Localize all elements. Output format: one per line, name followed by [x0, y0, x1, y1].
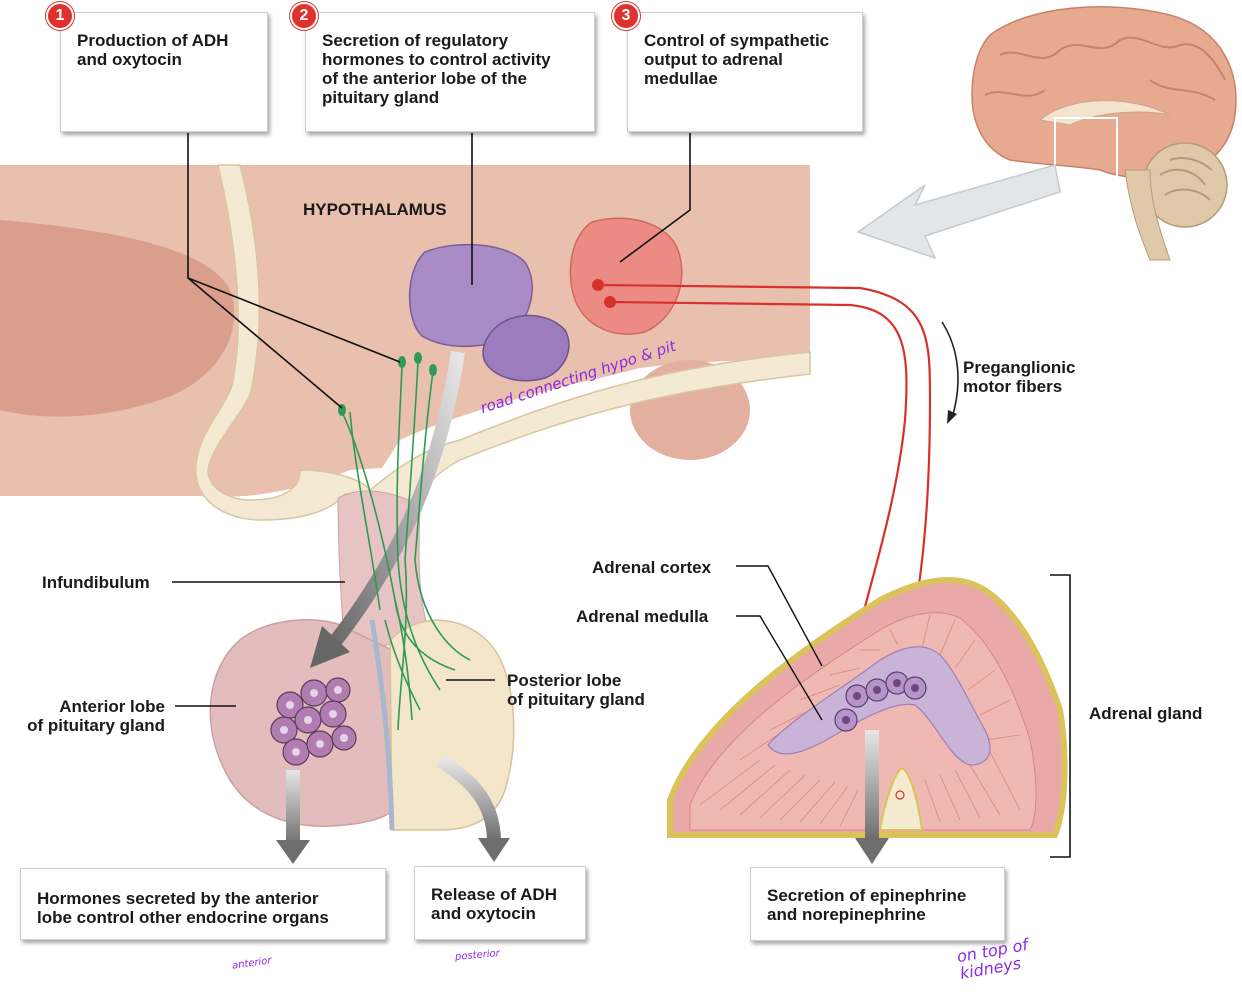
step-3-box: Control of sympathetic output to adrenal…	[627, 12, 863, 132]
adrenal-gland-label: Adrenal gland	[1089, 704, 1203, 723]
adrenal-output-box: Secretion of epinephrine and norepinephr…	[750, 867, 1005, 941]
step-2-box: Secretion of regulatory hormones to cont…	[305, 12, 595, 132]
neural-band	[194, 164, 811, 522]
sympathetic-nucleus	[569, 217, 683, 335]
label-leader-lines	[172, 565, 823, 721]
adrenal-output-text: Secretion of epinephrine and norepinephr…	[767, 886, 967, 924]
step-3-text: Control of sympathetic output to adrenal…	[644, 31, 830, 88]
portal-arrow	[324, 350, 465, 653]
lobe-divider	[369, 619, 395, 831]
preganglionic-label: Preganglionic motor fibers	[963, 358, 1076, 396]
step-2-text: Secretion of regulatory hormones to cont…	[322, 31, 551, 107]
posterior-output-box: Release of ADH and oxytocin	[414, 866, 586, 940]
adrenal-gland-shape	[667, 577, 1068, 838]
step-1-badge: 1	[46, 2, 74, 30]
infundibulum-label: Infundibulum	[42, 573, 150, 592]
hypothalamus-label: HYPOTHALAMUS	[303, 200, 447, 219]
neurosecretory-fibers	[341, 361, 471, 731]
step-1-box: Production of ADH and oxytocin	[60, 12, 268, 132]
step-1-text: Production of ADH and oxytocin	[77, 31, 229, 69]
anterior-output-text: Hormones secreted by the anterior lobe c…	[37, 889, 329, 927]
step-3-badge: 3	[612, 2, 640, 30]
anterior-output-box: Hormones secreted by the anterior lobe c…	[20, 868, 386, 940]
posterior-output-text: Release of ADH and oxytocin	[431, 885, 557, 923]
brain-focus-box	[1054, 117, 1118, 187]
zoom-arrow	[856, 164, 1061, 260]
step-leader-lines	[187, 133, 691, 409]
adrenal-cortex-label: Adrenal cortex	[592, 558, 712, 577]
step-2-badge: 2	[290, 2, 318, 30]
output-arrows	[276, 730, 889, 864]
hypothalamus-left-fold	[0, 220, 235, 417]
anterior-lobe-label: Anterior lobe of pituitary gland	[27, 697, 165, 735]
posterior-lobe-label: Posterior lobe of pituitary gland	[507, 671, 645, 709]
brain-thumbnail	[971, 6, 1237, 261]
preganglionic-arrow	[941, 321, 959, 419]
posterior-lobe-shape	[389, 619, 515, 831]
paraventricular-nucleus	[482, 314, 570, 382]
adrenal-medulla-label: Adrenal medulla	[576, 607, 709, 626]
adrenal-gland-bracket	[1050, 574, 1071, 858]
